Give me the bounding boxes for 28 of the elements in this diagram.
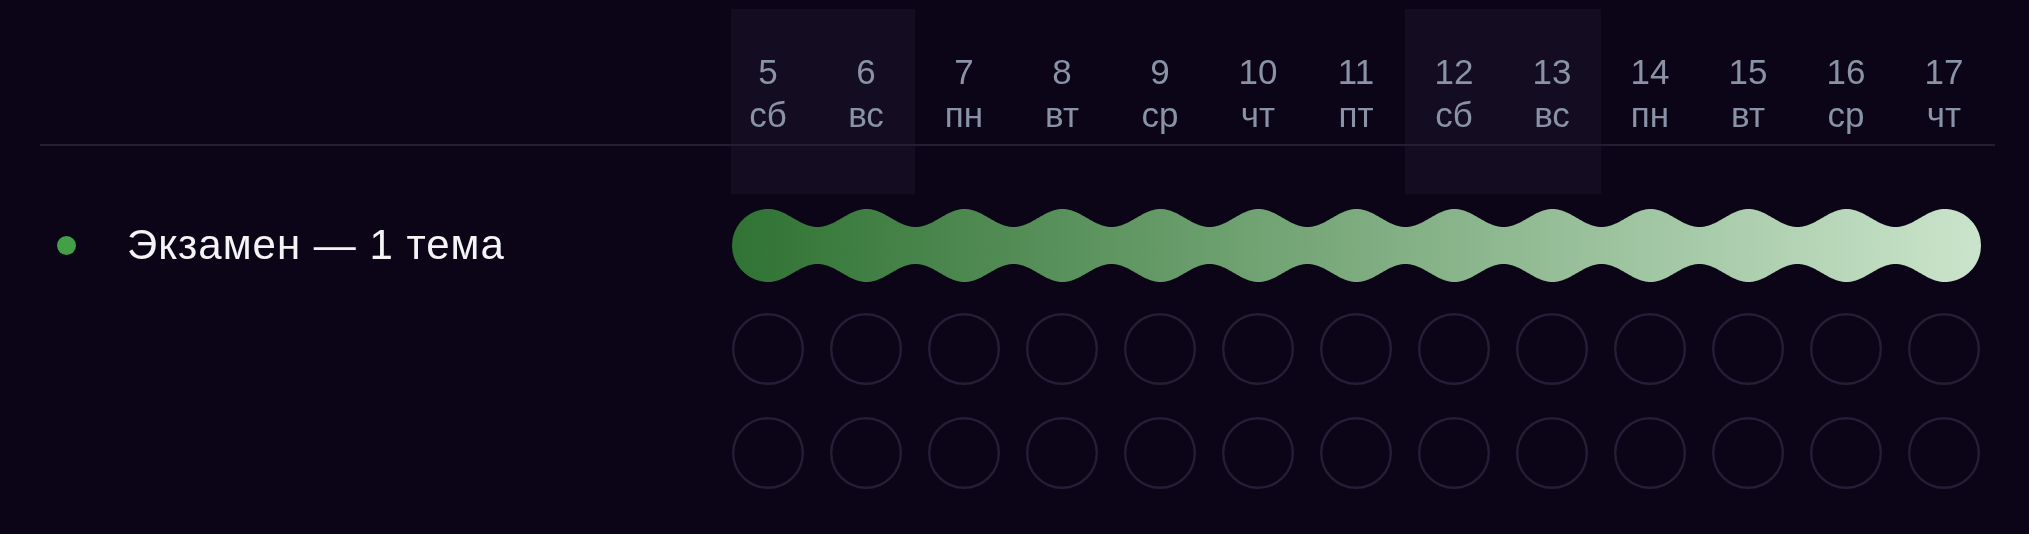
weekday-label: сб [1435,96,1473,132]
weekday-label: вт [1731,96,1765,132]
weekday-label: вс [1534,96,1570,132]
day-number: 13 [1532,54,1572,89]
day-number: 7 [954,54,974,89]
day-number: 17 [1924,54,1964,89]
weekday-label: сб [749,96,787,132]
day-number: 11 [1337,54,1375,89]
weekday-label: чт [1926,96,1962,132]
day-number: 5 [758,54,778,89]
weekday-label: вс [848,96,884,132]
weekday-label: пн [1630,96,1670,132]
weekday-label: пн [944,96,984,132]
habit-name: Экзамен — 1 тема [127,224,505,267]
day-number: 15 [1728,54,1768,89]
weekday-label: пт [1338,96,1374,132]
day-number: 9 [1150,54,1170,89]
day-number: 16 [1826,54,1866,89]
day-number: 8 [1052,54,1072,89]
day-number: 14 [1630,54,1670,89]
day-number: 6 [856,54,876,89]
day-number: 10 [1238,54,1278,89]
weekday-label: чт [1240,96,1276,132]
weekday-label: вт [1045,96,1079,132]
weekday-label: ср [1827,96,1865,132]
streak-bar [731,208,1981,282]
weekday-label: ср [1141,96,1179,132]
day-number: 12 [1434,54,1474,89]
